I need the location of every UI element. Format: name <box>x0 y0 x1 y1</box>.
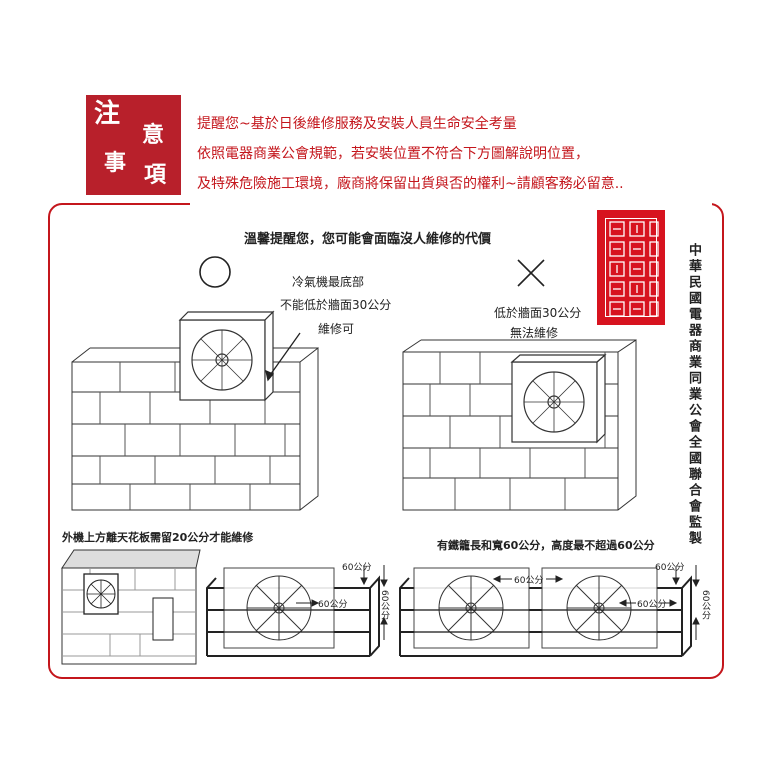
notice-badge-text: 注 意 事 項 <box>86 95 181 195</box>
dim-label-cage1-width: 60公分 <box>318 600 348 610</box>
notice-line-1: 提醒您~基於日後維修服務及安裝人員生命安全考量 <box>197 116 517 132</box>
ok-circle-icon <box>199 256 231 288</box>
ng-note-line-2: 無法維修 <box>510 326 559 340</box>
cage-2-redraw <box>400 609 682 633</box>
bottom-right-caption: 有鐵籠長和寬60公分，高度最不超過60公分 <box>437 539 655 552</box>
supervision-text: 中華民國電器商業同業公會全國聯合會監製 <box>686 243 701 547</box>
house-facade <box>61 549 201 665</box>
dim-label-cage2-top: 60公分 <box>655 563 685 573</box>
dim-label-cage2-mid: 60公分 <box>514 576 544 586</box>
badge-char-4: 項 <box>144 163 167 188</box>
ng-note-line-1: 低於牆面30公分 <box>494 306 582 320</box>
dim-label-cage2-width: 60公分 <box>637 600 667 610</box>
fan-blades-left <box>192 330 252 390</box>
dim-label-cage1-height: 60公分 <box>379 590 389 620</box>
cage-2-units <box>413 567 658 649</box>
badge-char-1: 注 <box>94 99 121 129</box>
badge-char-3: 事 <box>104 151 127 176</box>
notice-badge <box>86 95 181 195</box>
badge-char-2: 意 <box>142 123 165 148</box>
ok-note-line-2: 不能低於牆面30公分 <box>280 298 392 312</box>
dim-label-cage2-height: 60公分 <box>700 590 710 620</box>
house-ac-fan <box>87 580 115 608</box>
cage-1-unit <box>223 567 335 649</box>
bottom-left-caption: 外機上方離天花板需留20公分才能維修 <box>62 531 254 544</box>
association-seal <box>597 210 665 325</box>
ng-cross-icon <box>517 259 545 287</box>
dimension-arrows <box>296 565 700 640</box>
ok-note-line-3: 維修可 <box>318 322 355 336</box>
notice-line-3: 及特殊危險施工環境，廠商將保留出貨與否的權利~請顧客務必留意.. <box>197 176 624 192</box>
diagram-title: 溫馨提醒您，您可能會面臨沒人維修的代價 <box>244 232 492 247</box>
frame-gap <box>190 198 712 208</box>
notice-line-2: 依照電器商業公會規範，若安裝位置不符合下方圖解說明位置， <box>197 146 589 162</box>
cage-1-redraw <box>207 609 370 633</box>
ok-note-line-1: 冷氣機最底部 <box>292 275 365 289</box>
dim-label-cage1-top: 60公分 <box>342 563 372 573</box>
fan-blades-right <box>524 372 584 432</box>
note-arrow <box>265 332 301 382</box>
